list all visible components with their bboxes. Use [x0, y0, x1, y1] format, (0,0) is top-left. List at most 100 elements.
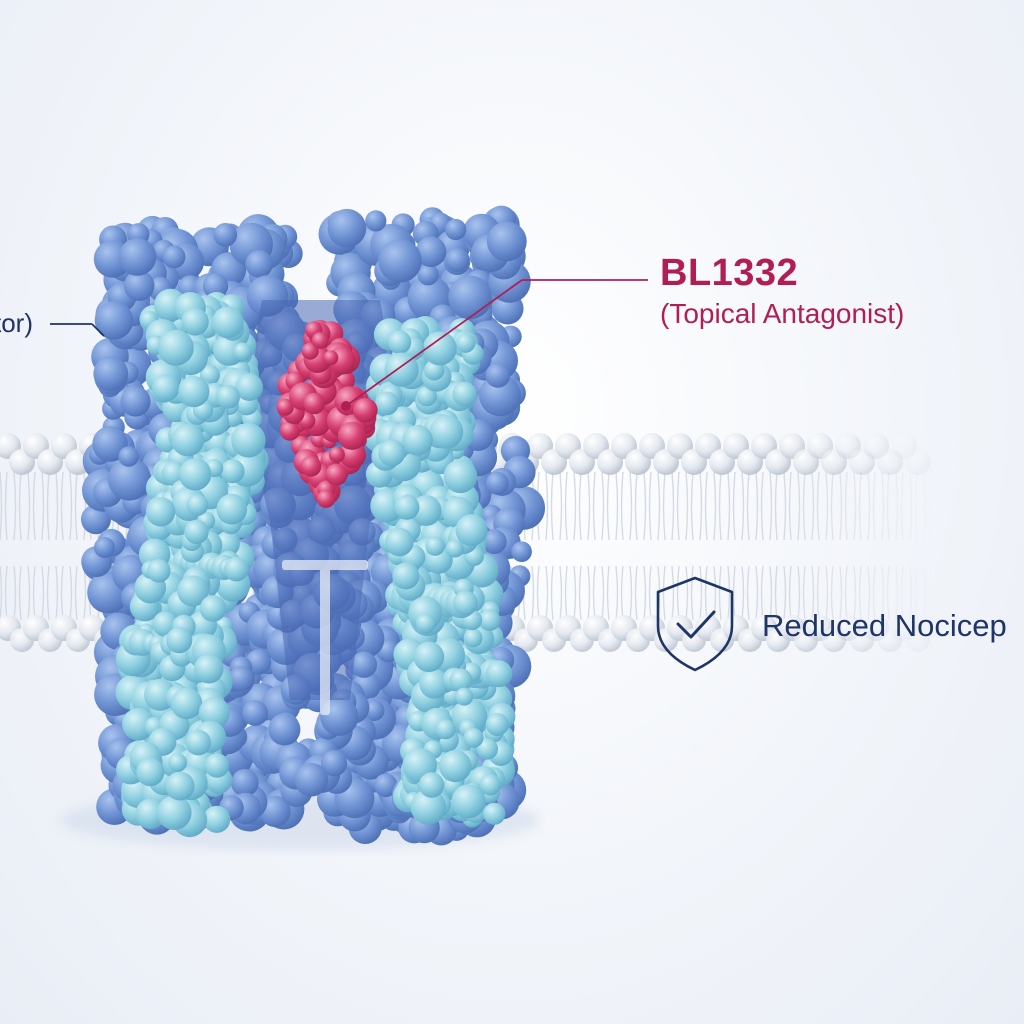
lipid-tail	[783, 565, 787, 621]
ligand-atom	[316, 489, 336, 508]
lipid-tail	[690, 471, 694, 541]
lipid-tail	[601, 471, 605, 541]
lipid-tail	[32, 565, 36, 621]
protein-bead	[118, 238, 157, 276]
lipid-tail	[839, 565, 843, 621]
lipid-tail	[928, 565, 932, 621]
helix-bead	[394, 494, 420, 520]
ligand-atom	[323, 350, 339, 366]
lipid-tail	[41, 471, 45, 541]
helix-bead	[463, 628, 483, 648]
helix-bead	[402, 425, 433, 456]
lipid-tail	[886, 565, 890, 621]
protein-bead	[228, 666, 254, 692]
ligand-atom	[328, 446, 345, 463]
lipid-tail	[606, 471, 610, 541]
helix-bead	[439, 750, 472, 783]
receptor-label: tor)	[0, 308, 33, 338]
lipid-tail	[811, 471, 815, 541]
lipid-tail	[46, 471, 50, 541]
protein-bead	[94, 301, 134, 340]
lipid-tail	[620, 471, 624, 541]
protein-inner-helices	[115, 288, 516, 838]
helix-bead	[199, 595, 227, 622]
helix-bead	[485, 660, 513, 688]
lipid-tail	[760, 471, 764, 541]
helix-bead	[178, 458, 212, 491]
lipid-tail	[914, 565, 918, 621]
lipid-tail	[774, 471, 778, 541]
lipid-tail	[615, 565, 619, 621]
helix-bead	[422, 331, 457, 366]
lipid-head	[905, 449, 931, 475]
lipid-tail	[18, 471, 22, 541]
lipid-tail	[657, 471, 661, 541]
helix-bead	[181, 308, 209, 336]
lipid-tail	[867, 471, 871, 541]
helix-bead	[387, 330, 412, 354]
lipid-tail	[783, 471, 787, 541]
receptor-leader	[50, 323, 105, 337]
helix-bead	[177, 575, 209, 607]
lipid-tail	[550, 471, 554, 541]
lipid-head	[906, 628, 930, 652]
antagonist-description: (Topical Antagonist)	[660, 298, 905, 329]
lipid-tail	[844, 471, 848, 541]
lipid-tail	[755, 565, 759, 621]
helix-bead	[479, 774, 501, 796]
protein-bead	[445, 248, 470, 272]
lipid-tail	[0, 471, 3, 541]
helix-bead	[485, 713, 509, 736]
helix-bead	[463, 727, 484, 748]
helix-bead	[453, 590, 478, 616]
lipid-tail	[830, 565, 834, 621]
lipid-tail	[671, 565, 675, 621]
helix-bead	[198, 697, 230, 729]
helix-bead	[445, 539, 464, 558]
lipid-tail	[895, 471, 899, 541]
ligand-atom	[311, 332, 329, 349]
helix-bead	[413, 641, 445, 673]
lipid-tail	[27, 471, 31, 541]
helix-bead	[136, 758, 165, 787]
lipid-tail	[648, 471, 652, 541]
lipid-tail	[867, 565, 871, 621]
helix-bead	[235, 373, 263, 401]
lipid-tail	[573, 565, 577, 621]
pore-block-symbol	[282, 560, 368, 715]
lipid-tail	[685, 565, 689, 621]
lipid-tail	[769, 565, 773, 621]
protein-bead	[485, 471, 509, 495]
lipid-tail	[18, 565, 22, 621]
protein-bead	[511, 541, 532, 562]
lipid-tail	[895, 565, 899, 621]
lipid-tail	[564, 471, 568, 541]
lipid-tail	[727, 565, 731, 621]
helix-bead	[419, 668, 449, 699]
lipid-tail	[718, 565, 722, 621]
helix-bead	[168, 753, 187, 772]
lipid-tail	[676, 471, 680, 541]
lipid-tail	[839, 471, 843, 541]
lipid-tail	[713, 565, 717, 621]
helix-bead	[443, 459, 478, 494]
protein-bead	[213, 223, 238, 247]
shield-check-icon	[656, 576, 734, 672]
helix-bead	[425, 536, 445, 556]
lipid-tail	[928, 471, 932, 541]
lipid-tail	[909, 471, 913, 541]
lipid-tail	[60, 565, 64, 621]
lipid-tail	[746, 565, 750, 621]
antagonist-molecule	[276, 319, 378, 508]
lipid-tail	[601, 565, 605, 621]
lipid-tail	[545, 565, 549, 621]
lipid-tail	[32, 471, 36, 541]
protein-bead	[482, 529, 507, 554]
helix-bead	[152, 374, 180, 402]
helix-bead	[194, 654, 224, 684]
effect-label: Reduced Nocicep	[762, 608, 1007, 643]
protein-bead	[242, 700, 268, 726]
lipid-tail	[690, 565, 694, 621]
lipid-tail	[13, 471, 17, 541]
helix-bead	[166, 627, 193, 654]
